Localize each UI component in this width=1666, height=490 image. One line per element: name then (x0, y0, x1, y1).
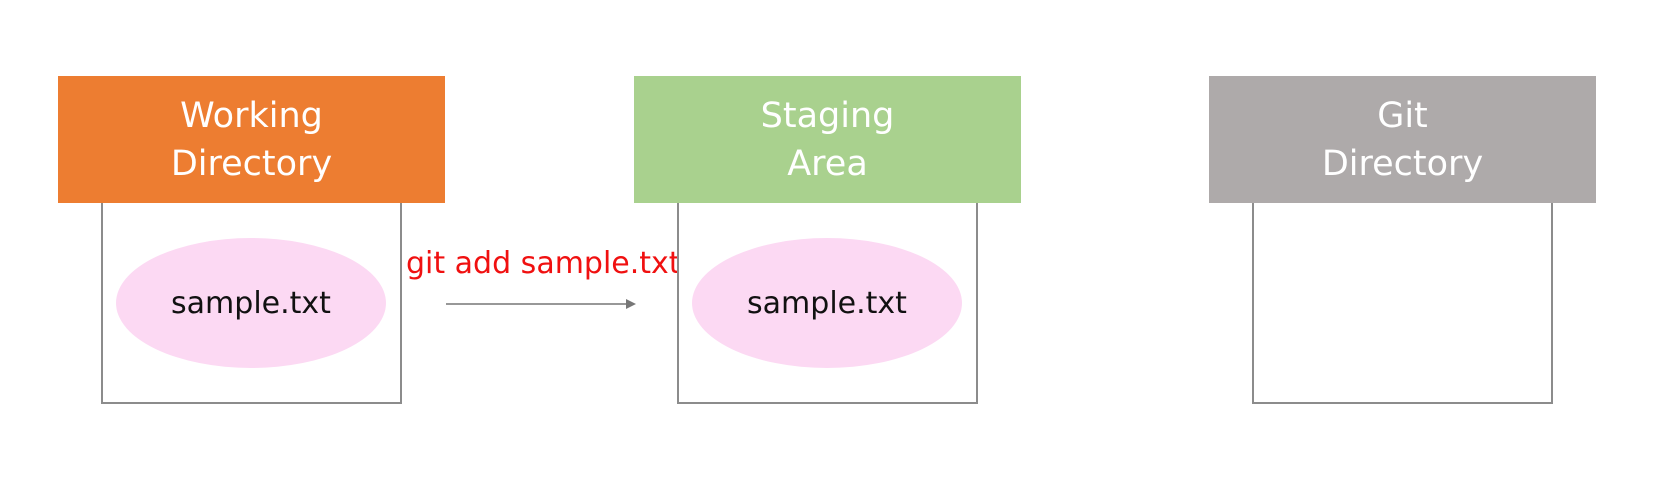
staging-area-header: Staging Area (634, 76, 1021, 203)
git-directory-box (1252, 203, 1553, 404)
working-directory-header: Working Directory (58, 76, 445, 203)
working-directory-file-label: sample.txt (171, 285, 331, 321)
git-directory-title-line1: Git (1377, 95, 1428, 136)
staging-area-file-node: sample.txt (692, 238, 962, 368)
staging-area-title-line2: Area (787, 143, 868, 184)
working-directory-title-line2: Directory (170, 143, 333, 184)
staging-area-file-label: sample.txt (747, 285, 907, 321)
git-directory-header: Git Directory (1209, 76, 1596, 203)
git-add-command-label: git add sample.txt (406, 246, 681, 281)
working-directory-file-node: sample.txt (116, 238, 386, 368)
git-directory-title-line2: Directory (1321, 143, 1484, 184)
arrow-right-icon (446, 299, 636, 309)
staging-area-title-line1: Staging (760, 95, 895, 136)
working-directory-title-line1: Working (180, 95, 323, 136)
